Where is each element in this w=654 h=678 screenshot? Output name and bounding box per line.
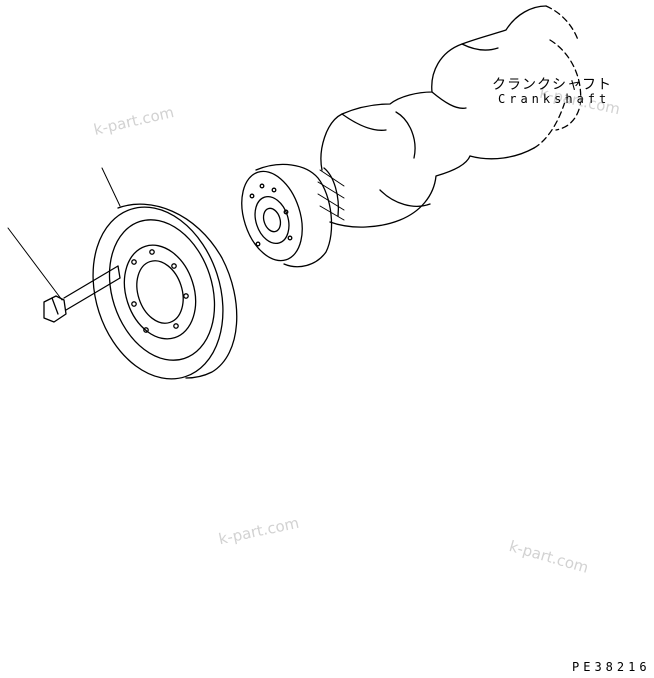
crankshaft bbox=[320, 5, 582, 228]
mounting-bolt bbox=[43, 265, 121, 323]
crankshaft-pulley bbox=[92, 203, 238, 380]
crankshaft-label-en: Crankshaft bbox=[498, 92, 611, 106]
crankshaft-front-hub bbox=[241, 163, 345, 268]
crankshaft-label-jp: クランクシャフト bbox=[492, 77, 612, 93]
leader-lines bbox=[7, 167, 121, 301]
drawing-code: PE38216 bbox=[572, 660, 651, 674]
